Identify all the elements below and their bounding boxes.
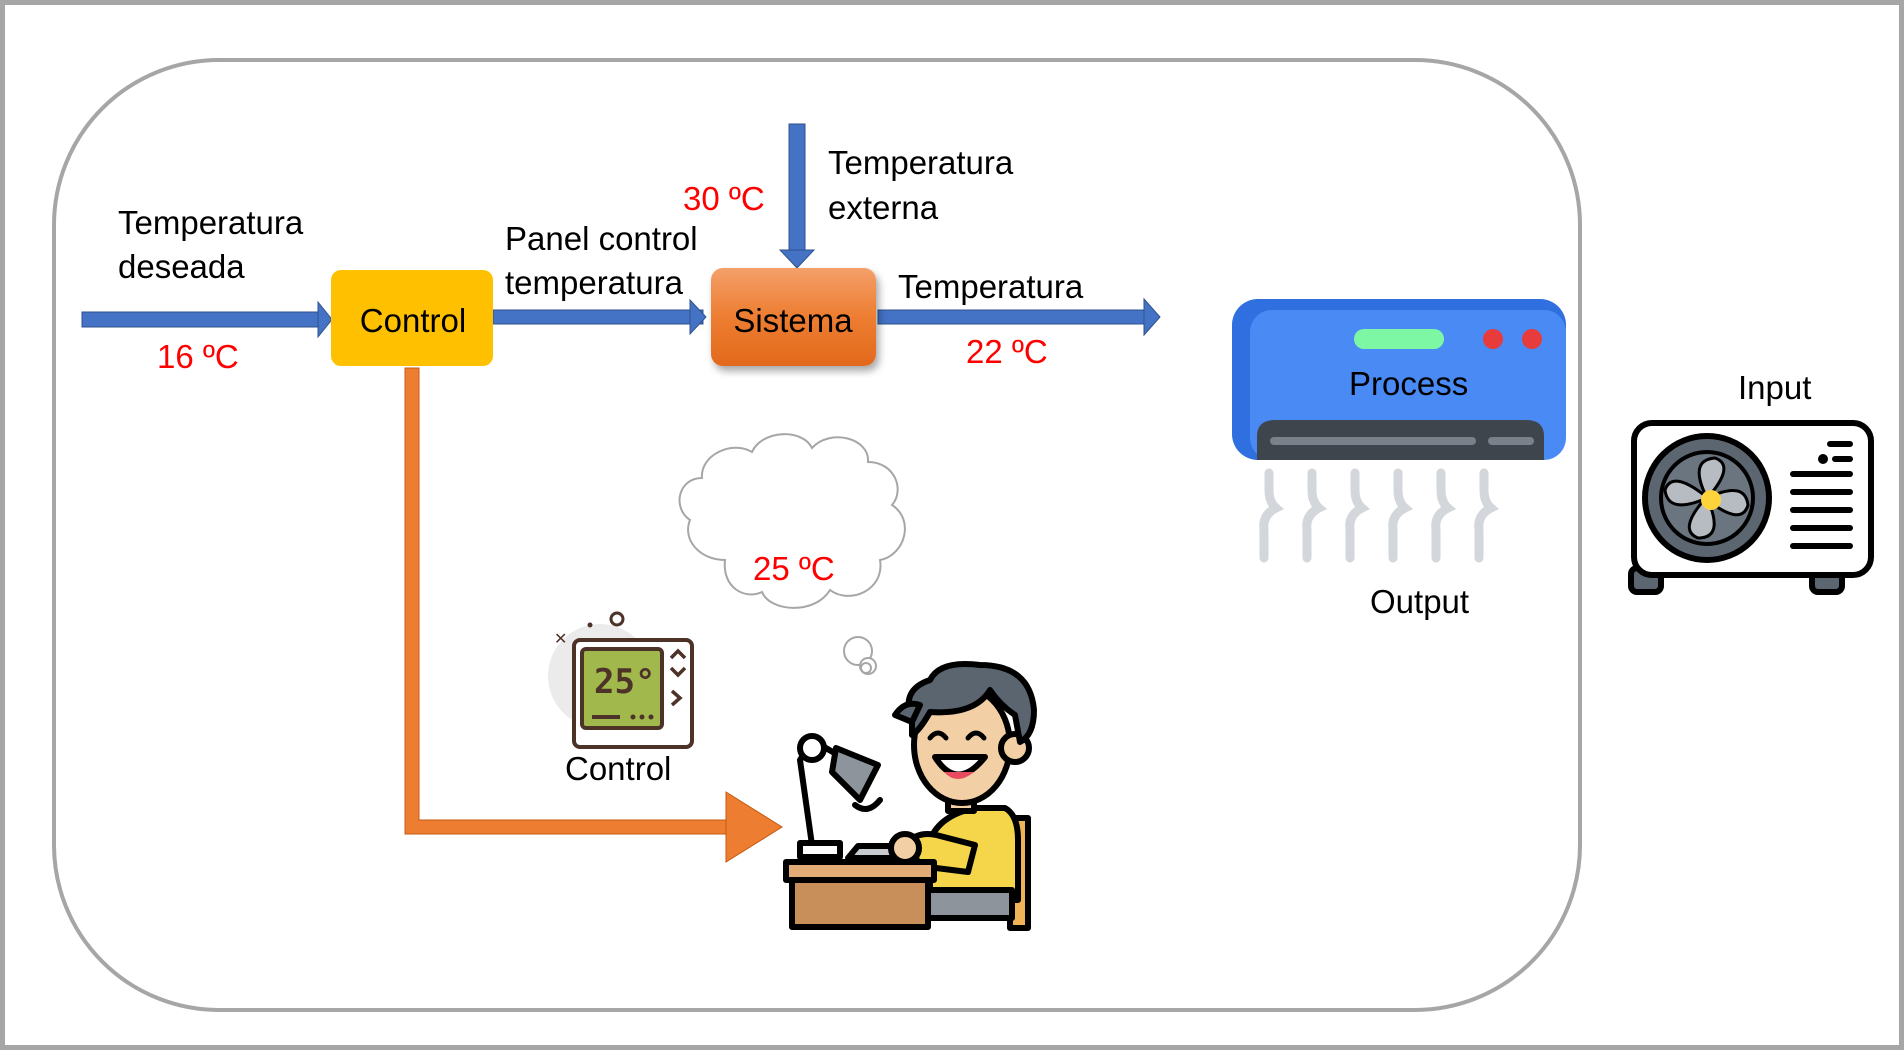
sistema-block-label: Sistema: [733, 302, 853, 339]
panel-control-label-1: Panel control: [505, 220, 698, 257]
control-block: Control: [331, 270, 493, 366]
air-conditioner-outdoor-icon: [1628, 420, 1874, 595]
desired-temperature-value: 16 ºC: [157, 338, 239, 375]
thermostat-icon: ✕ 25°: [548, 611, 694, 749]
desired-temperature-label-1: Temperatura: [118, 204, 304, 241]
svg-text:✕: ✕: [554, 631, 567, 648]
person-at-desk-icon: [783, 661, 1037, 931]
desired-temperature-label-2: deseada: [118, 248, 245, 285]
feedback-arrow: [404, 367, 783, 863]
thought-temperature-value: 25 ºC: [753, 550, 835, 587]
external-temperature-value: 30 ºC: [683, 180, 765, 217]
sistema-block: Sistema: [711, 268, 876, 366]
output-temperature-label: Temperatura: [898, 268, 1084, 305]
thermostat-display: 25°: [594, 662, 655, 702]
external-temperature-label-2: externa: [828, 189, 939, 226]
input-label: Input: [1738, 369, 1811, 406]
thermostat-caption: Control: [565, 750, 671, 787]
output-temperature-value: 22 ºC: [966, 333, 1048, 370]
thought-bubble-icon: [678, 433, 906, 675]
air-conditioner-indoor-icon: [1232, 299, 1566, 563]
external-temperature-arrow: [778, 123, 816, 269]
panel-control-label-2: temperatura: [505, 264, 684, 301]
desired-temperature-arrow: [81, 300, 333, 339]
process-label: Process: [1349, 365, 1468, 402]
output-temperature-arrow: [877, 297, 1161, 337]
external-temperature-label-1: Temperatura: [828, 144, 1014, 181]
output-label: Output: [1370, 583, 1469, 620]
panel-control-arrow: [492, 298, 707, 336]
control-block-label: Control: [360, 302, 466, 339]
system-boundary: [52, 58, 1582, 1012]
